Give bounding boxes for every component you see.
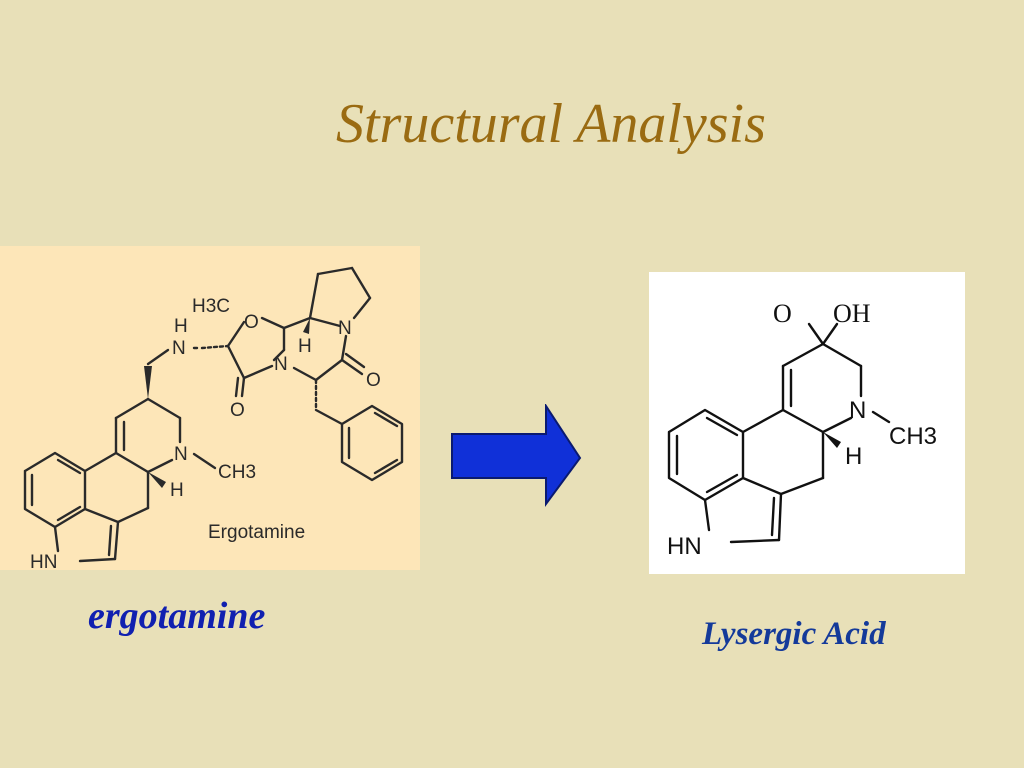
ergotamine-wedge-bond-bridge bbox=[303, 318, 310, 334]
ergotamine-d-ring bbox=[114, 397, 217, 474]
lysergic-wedge-bond bbox=[823, 432, 841, 448]
label-h3c: H3C bbox=[192, 296, 230, 317]
ergotamine-pyrrole-ring bbox=[53, 507, 120, 563]
label-nh-n: N bbox=[172, 338, 186, 359]
ergotamine-benzene-ring bbox=[23, 451, 87, 529]
lysergic-acid-structure-panel: O OH N CH3 H HN bbox=[649, 272, 965, 574]
ergotamine-peptide-rings bbox=[226, 266, 372, 426]
lysergic-pyrrole-ring bbox=[703, 476, 783, 544]
label-ch3: CH3 bbox=[218, 462, 256, 483]
label-o: O bbox=[773, 299, 792, 328]
ergotamine-c-ring bbox=[83, 451, 150, 524]
label-oh: OH bbox=[833, 299, 871, 328]
reaction-arrow bbox=[450, 402, 584, 513]
label-o-carbonyl-2: O bbox=[366, 370, 381, 391]
arrow-shape bbox=[451, 402, 582, 508]
label-hn: HN bbox=[30, 552, 57, 570]
ergotamine-side-chain bbox=[146, 344, 230, 366]
label-o-carbonyl-1: O bbox=[230, 400, 245, 421]
ergotamine-structure-panel: H3C O H N H N N O O N CH3 H HN Ergotamin… bbox=[0, 246, 420, 573]
ergotamine-wedge-bond bbox=[144, 366, 152, 399]
slide-title: Structural Analysis bbox=[336, 93, 766, 155]
ergotamine-caption: ergotamine bbox=[88, 595, 266, 637]
lysergic-acid-caption: Lysergic Acid bbox=[702, 616, 886, 652]
label-n-methyl: N bbox=[174, 444, 188, 465]
lysergic-c-ring bbox=[741, 408, 825, 496]
label-ch3: CH3 bbox=[889, 423, 937, 450]
label-nh-h: H bbox=[174, 316, 188, 337]
ergotamine-figure-label: Ergotamine bbox=[208, 522, 305, 543]
lysergic-d-ring bbox=[781, 342, 891, 434]
lysergic-carboxyl bbox=[807, 322, 839, 346]
lysergic-acid-structure-diagram: O OH N CH3 H HN bbox=[667, 299, 937, 560]
label-h-stereo: H bbox=[170, 480, 184, 501]
label-n-ring: N bbox=[274, 354, 288, 375]
lysergic-benzene-ring bbox=[667, 408, 745, 502]
ergotamine-structure-diagram: H3C O H N H N N O O N CH3 H HN Ergotamin… bbox=[23, 266, 404, 573]
label-hn: HN bbox=[667, 533, 702, 560]
ergotamine-wedge-bond-h bbox=[148, 472, 166, 488]
label-h: H bbox=[845, 443, 862, 470]
ergotamine-phenyl-ring bbox=[340, 404, 404, 482]
label-n: N bbox=[849, 397, 866, 424]
label-h-bridge: H bbox=[298, 336, 312, 357]
label-o-ring: O bbox=[244, 312, 259, 333]
right-arrow-icon bbox=[451, 402, 582, 508]
label-n-pyrrolidine: N bbox=[338, 318, 352, 339]
